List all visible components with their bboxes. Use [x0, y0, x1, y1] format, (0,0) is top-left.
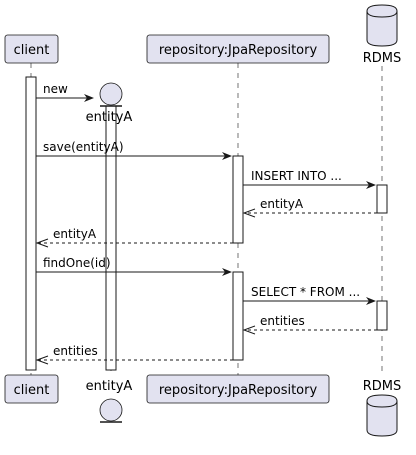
database-icon	[366, 4, 398, 47]
message-label: SELECT * FROM ...	[251, 285, 360, 299]
rdms-label: RDMS	[363, 51, 402, 66]
entityA-label: entityA	[86, 379, 133, 394]
rdms-head-bottom: RDMS	[363, 379, 402, 437]
repository-label: repository:JpaRepository	[159, 43, 318, 58]
arrow-head	[242, 208, 256, 218]
rdms-activation-select	[376, 300, 388, 331]
arrow-head	[35, 238, 49, 248]
entity-icon	[99, 82, 123, 106]
repository-head-bottom: repository:JpaRepository	[146, 374, 330, 404]
client-activation	[25, 76, 37, 371]
message-label: findOne(id)	[43, 256, 111, 270]
arrow-head	[242, 325, 256, 335]
repository-activation-save	[232, 155, 244, 244]
entityA-label: entityA	[86, 110, 133, 125]
arrow-head	[35, 355, 49, 365]
repository-activation-find	[232, 271, 244, 361]
client-label: client	[14, 383, 50, 398]
message-label: entities	[53, 344, 98, 358]
rdms-activation-insert	[376, 184, 388, 214]
message-label: entityA	[260, 197, 304, 211]
message-label: entityA	[53, 227, 97, 241]
entityA-head-bottom: entityA	[86, 379, 133, 423]
repository-head-top: repository:JpaRepository	[146, 34, 330, 64]
message-label: new	[43, 82, 68, 96]
database-icon	[366, 394, 398, 437]
arrow-head	[222, 152, 232, 160]
message-label: INSERT INTO ...	[251, 169, 342, 183]
entity-icon	[99, 398, 123, 422]
message-label: entities	[260, 314, 305, 328]
repository-label: repository:JpaRepository	[159, 383, 318, 398]
client-head-bottom: client	[4, 374, 59, 404]
message-label: save(entityA)	[43, 140, 124, 154]
client-head-top: client	[4, 34, 59, 64]
arrow-head	[222, 268, 232, 276]
arrow-head	[366, 181, 376, 189]
entityA-head-top: entityA	[86, 82, 133, 125]
arrow-head	[366, 297, 376, 305]
arrow-head	[84, 94, 94, 102]
client-label: client	[14, 43, 50, 58]
rdms-label: RDMS	[363, 379, 402, 394]
rdms-head-top: RDMS	[363, 4, 402, 66]
